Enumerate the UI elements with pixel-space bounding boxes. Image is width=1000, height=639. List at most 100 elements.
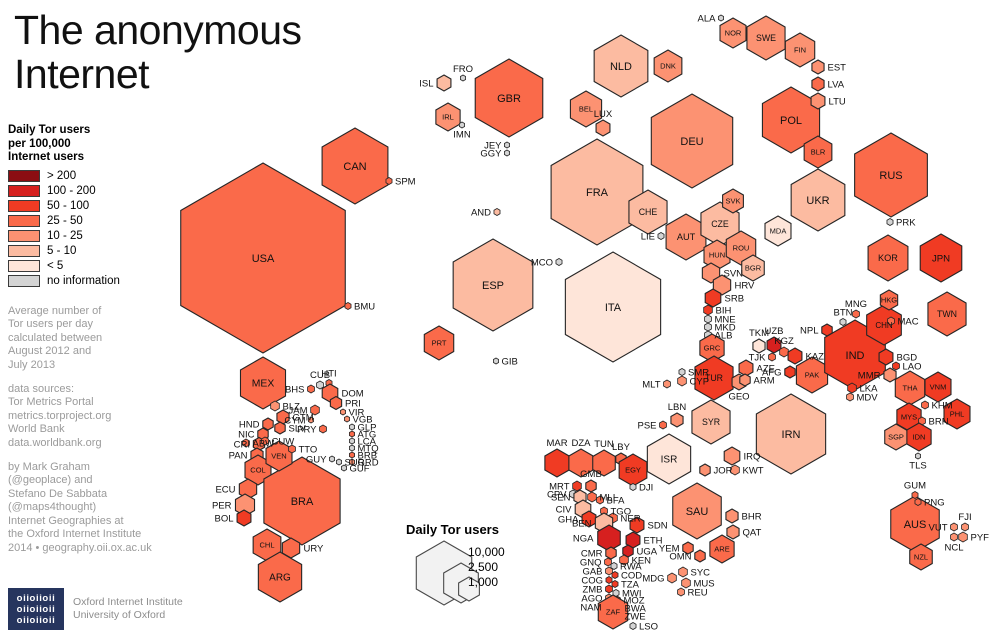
hex-chn[interactable] — [866, 304, 902, 346]
hex-mrt[interactable] — [572, 480, 582, 492]
hex-cyp[interactable] — [677, 375, 687, 387]
hex-tkm[interactable] — [752, 338, 766, 354]
hex-jam[interactable] — [310, 404, 320, 416]
hex-mli[interactable] — [587, 491, 597, 503]
hex-fji[interactable] — [961, 522, 969, 532]
hex-png[interactable] — [914, 498, 922, 506]
hex-nld[interactable] — [593, 34, 649, 98]
hex-qat[interactable] — [726, 524, 740, 540]
hex-mex[interactable] — [239, 356, 287, 410]
hex-ita[interactable] — [564, 251, 662, 363]
hex-mng[interactable] — [852, 309, 860, 319]
hex-bra[interactable] — [263, 456, 341, 546]
hex-vnm[interactable] — [924, 371, 952, 403]
hex-ggy[interactable] — [503, 149, 511, 157]
hex-mac[interactable] — [887, 316, 895, 326]
hex-mdv[interactable] — [846, 392, 854, 402]
hex-brb[interactable] — [348, 451, 356, 459]
hex-blz[interactable] — [270, 400, 280, 412]
hex-vut[interactable] — [950, 522, 958, 532]
hex-rwa[interactable] — [610, 562, 618, 570]
hex-svk[interactable] — [722, 188, 744, 214]
hex-syr[interactable] — [691, 399, 731, 445]
hex-arg[interactable] — [257, 551, 303, 603]
hex-can[interactable] — [321, 127, 389, 205]
hex-lso[interactable] — [629, 622, 637, 630]
hex-imn[interactable] — [458, 121, 466, 129]
hex-esp[interactable] — [452, 238, 534, 332]
hex-prt[interactable] — [423, 325, 455, 361]
hex-irn[interactable] — [755, 393, 827, 475]
hex-tls[interactable] — [915, 452, 921, 460]
hex-phl[interactable] — [943, 398, 971, 430]
hex-kwt[interactable] — [730, 464, 740, 476]
hex-tto[interactable] — [288, 444, 296, 454]
hex-cub[interactable] — [316, 380, 324, 390]
hex-are[interactable] — [709, 534, 735, 564]
hex-and[interactable] — [493, 208, 501, 216]
hex-kor[interactable] — [867, 234, 909, 282]
hex-lva[interactable] — [811, 76, 825, 92]
hex-svn[interactable] — [701, 262, 721, 284]
hex-mmr[interactable] — [883, 367, 897, 383]
hex-omn[interactable] — [694, 549, 706, 563]
hex-bol[interactable] — [236, 509, 252, 527]
hex-mtq[interactable] — [348, 444, 356, 452]
hex-mdg[interactable] — [667, 572, 677, 584]
hex-gab[interactable] — [605, 566, 613, 576]
hex-idn[interactable] — [906, 422, 932, 452]
hex-lca[interactable] — [348, 437, 356, 445]
hex-gnq[interactable] — [604, 557, 612, 567]
hex-bgr[interactable] — [741, 254, 765, 282]
hex-jey[interactable] — [503, 141, 511, 149]
hex-jor[interactable] — [699, 463, 711, 477]
hex-mlt[interactable] — [663, 379, 671, 389]
hex-afg[interactable] — [784, 365, 796, 379]
hex-fro[interactable] — [459, 74, 467, 82]
hex-rou[interactable] — [725, 230, 757, 266]
hex-khm[interactable] — [921, 400, 929, 410]
hex-lao[interactable] — [892, 361, 900, 371]
hex-zaf[interactable] — [597, 594, 629, 630]
hex-mkd[interactable] — [704, 322, 712, 332]
hex-tjk[interactable] — [768, 352, 776, 362]
hex-irl[interactable] — [435, 102, 461, 132]
hex-zmb[interactable] — [605, 584, 613, 594]
hex-cod[interactable] — [611, 571, 619, 579]
hex-che[interactable] — [628, 189, 668, 235]
hex-mda[interactable] — [764, 215, 792, 247]
hex-gib[interactable] — [492, 357, 500, 365]
hex-kgz[interactable] — [779, 346, 789, 358]
hex-bel[interactable] — [569, 90, 603, 128]
hex-gbr[interactable] — [474, 58, 544, 138]
hex-gum[interactable] — [911, 491, 919, 499]
hex-dnk[interactable] — [653, 49, 683, 83]
hex-twn[interactable] — [927, 291, 967, 337]
hex-syc[interactable] — [678, 566, 688, 578]
hex-ncl[interactable] — [950, 532, 958, 542]
hex-dji[interactable] — [629, 483, 637, 491]
hex-deu[interactable] — [650, 93, 734, 189]
hex-cog[interactable] — [605, 576, 613, 584]
hex-prk[interactable] — [886, 218, 894, 226]
hex-nzl[interactable] — [909, 543, 933, 571]
hex-jpn[interactable] — [919, 233, 963, 283]
hex-sur[interactable] — [335, 458, 343, 466]
hex-bhs[interactable] — [307, 384, 315, 394]
hex-ken[interactable] — [619, 554, 629, 566]
hex-gha[interactable] — [581, 510, 597, 528]
hex-tza[interactable] — [611, 580, 619, 588]
hex-rus[interactable] — [854, 132, 928, 218]
hex-pri[interactable] — [329, 395, 343, 411]
hex-pyf[interactable] — [958, 531, 968, 543]
hex-spm[interactable] — [385, 177, 393, 185]
hex-sdn[interactable] — [629, 516, 645, 534]
hex-swe[interactable] — [746, 15, 786, 61]
hex-srb[interactable] — [704, 288, 722, 308]
hex-ltu[interactable] — [810, 92, 826, 110]
hex-lka[interactable] — [847, 382, 857, 394]
hex-smr[interactable] — [678, 368, 686, 376]
hex-uzb[interactable] — [766, 336, 782, 354]
hex-bgd[interactable] — [878, 348, 894, 366]
hex-ala[interactable] — [718, 14, 724, 22]
